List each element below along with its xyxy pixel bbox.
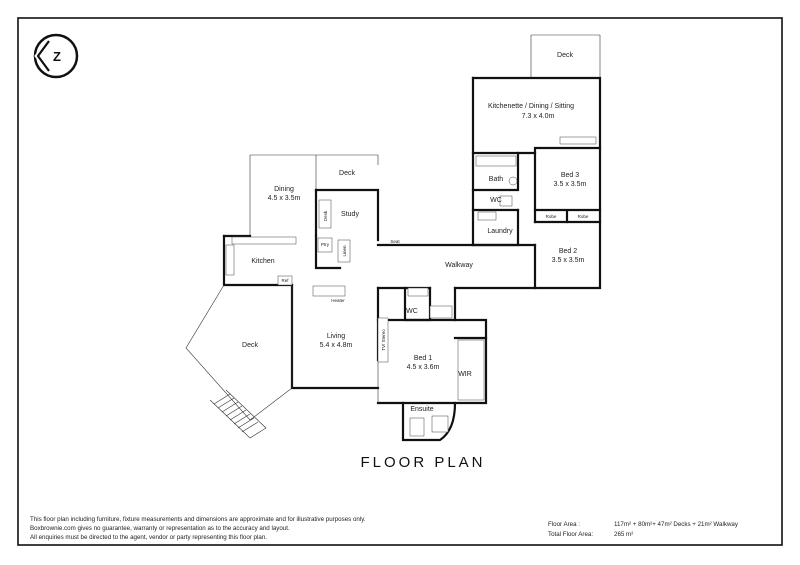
label-deck-left: Deck: [242, 342, 258, 349]
label-bed2-dim: 3.5 x 3.5m: [552, 257, 585, 264]
label-bed1-dim: 4.5 x 3.6m: [407, 364, 440, 371]
label-tv-stereo: TV/ Stereo: [381, 329, 386, 351]
center-fixtures: [225, 199, 485, 437]
area-summary: Floor Area : 117m² + 80m²+ 47m² Decks + …: [548, 521, 739, 538]
label-kitchenette-dim: 7.3 x 4.0m: [522, 113, 555, 120]
total-area-value: 265 m²: [614, 531, 633, 538]
room-labels: Deck Kitchenette / Dining / Sitting 7.3 …: [242, 52, 589, 413]
label-deck-mid: Deck: [339, 170, 355, 177]
label-robe-a: Robe: [546, 214, 557, 219]
label-study: Study: [341, 211, 359, 218]
floor-area-value: 117m² + 80m²+ 47m² Decks + 21m² Walkway: [614, 521, 739, 528]
label-wc-upper: WC: [490, 197, 502, 204]
label-bath: Bath: [489, 176, 504, 183]
disclaimer-line-2: Boxbrownie.com gives no guarantee, warra…: [30, 525, 290, 532]
label-heater: Heater: [331, 298, 345, 303]
disclaimer: This floor plan including furniture, fix…: [30, 516, 366, 541]
label-kitchen: Kitchen: [251, 258, 274, 265]
label-seat: Seat: [390, 239, 400, 244]
label-kitchenette: Kitchenette / Dining / Sitting: [488, 103, 574, 110]
label-walkway: Walkway: [445, 262, 473, 269]
label-deck-top: Deck: [557, 52, 573, 59]
label-fridge: Ref: [281, 278, 289, 283]
label-laundry: Laundry: [487, 228, 513, 235]
label-living-dim: 5.4 x 4.8m: [320, 342, 353, 349]
label-ensuite: Ensuite: [410, 406, 433, 413]
total-area-label: Total Floor Area:: [548, 531, 593, 538]
page-title: FLOOR PLAN: [360, 454, 485, 471]
label-wc-lower: WC: [406, 308, 418, 315]
label-bed3: Bed 3: [561, 172, 579, 179]
label-dining: Dining: [274, 186, 294, 193]
label-pantry: Ptry: [321, 242, 330, 247]
brand-logo: Z: [33, 33, 79, 79]
label-dining-dim: 4.5 x 3.5m: [268, 195, 301, 202]
label-bed2: Bed 2: [559, 248, 577, 255]
label-linen: Linen: [342, 245, 347, 257]
label-living: Living: [327, 333, 345, 340]
label-robe-b: Robe: [578, 214, 589, 219]
label-wir: WIR: [458, 371, 472, 378]
disclaimer-line-1: This floor plan including furniture, fix…: [30, 516, 366, 523]
label-desk: Desk: [323, 210, 328, 221]
left-deck: [185, 284, 293, 439]
right-wing-fixtures: [475, 136, 597, 221]
floor-area-label: Floor Area :: [548, 521, 580, 528]
page-frame: [17, 17, 783, 546]
label-bed3-dim: 3.5 x 3.5m: [554, 181, 587, 188]
label-bed1: Bed 1: [414, 355, 432, 362]
disclaimer-line-3: All enquiries must be directed to the ag…: [30, 534, 267, 541]
logo-letter: Z: [53, 49, 61, 64]
